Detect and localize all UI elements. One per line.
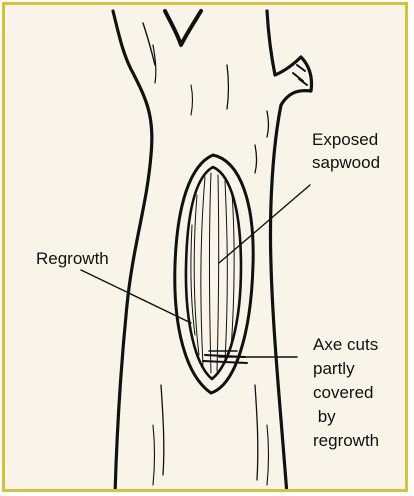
label-exposed-sapwood-1: Exposed	[312, 130, 378, 150]
trunk-left-edge	[113, 11, 152, 492]
branch-fork	[165, 11, 201, 45]
label-axe-cuts-4: by	[313, 407, 336, 427]
label-axe-cuts-2: partly	[313, 359, 355, 379]
bark-line	[191, 85, 193, 115]
axe-cut	[203, 361, 247, 363]
bark-line	[161, 385, 164, 475]
bark-line	[255, 145, 257, 173]
bark-line	[267, 111, 269, 137]
bark-line	[267, 425, 269, 485]
bark-line	[143, 23, 155, 65]
label-axe-cuts-3: covered	[313, 383, 373, 403]
bark-line	[153, 425, 155, 485]
label-axe-cuts-1: Axe cuts	[313, 335, 378, 355]
bark-line	[227, 65, 229, 109]
label-axe-cuts-5: regrowth	[313, 431, 379, 451]
label-regrowth: Regrowth	[36, 249, 109, 269]
sapwood-grain	[191, 173, 234, 373]
stub-texture	[293, 65, 307, 85]
diagram-frame: Exposed sapwood Regrowth Axe cuts partly…	[2, 2, 408, 492]
bark-line	[255, 385, 258, 480]
label-exposed-sapwood-2: sapwood	[312, 153, 380, 173]
